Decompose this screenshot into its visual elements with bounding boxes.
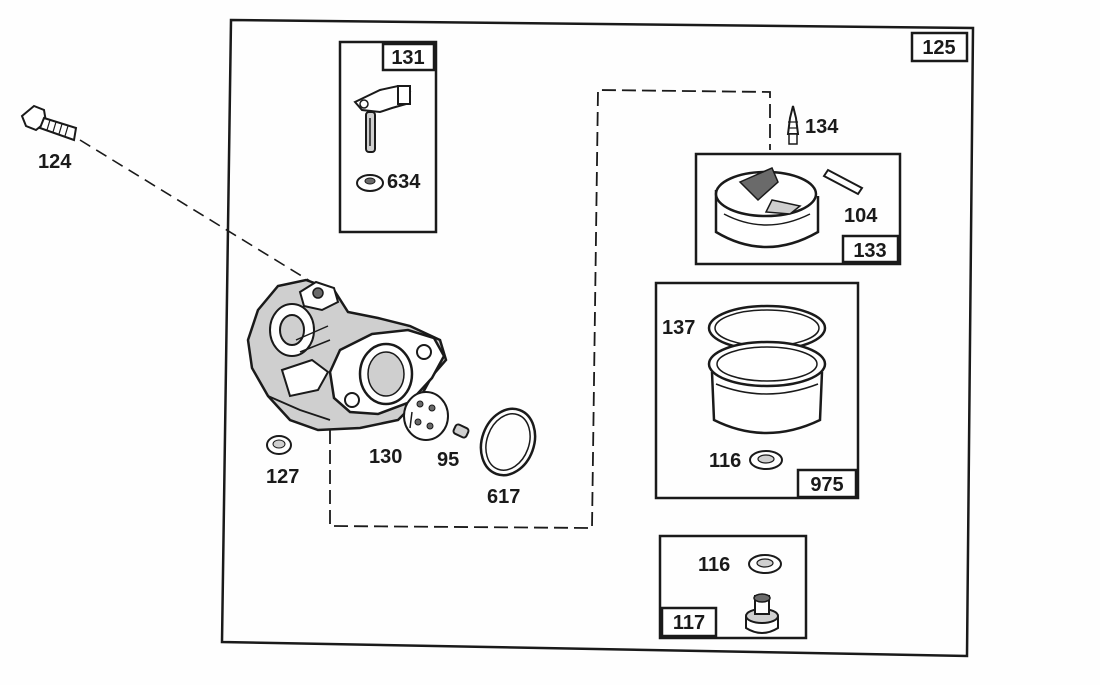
label-124: 124 xyxy=(38,151,72,173)
jet-95-part xyxy=(452,423,470,439)
label-617: 617 xyxy=(487,486,520,508)
label-634: 634 xyxy=(387,171,421,193)
label-137: 137 xyxy=(662,317,695,339)
gasket-130-part xyxy=(403,391,449,441)
kit-131-box: 131 634 xyxy=(338,40,438,234)
label-127: 127 xyxy=(266,466,299,488)
leader-124 xyxy=(79,139,319,287)
seat-634-part xyxy=(356,174,384,192)
label-134: 134 xyxy=(805,116,839,138)
float-133-part xyxy=(714,167,820,249)
oring-617-part xyxy=(479,407,537,477)
label-131: 131 xyxy=(391,47,424,69)
plug-127-part xyxy=(266,435,292,455)
bowl-screw-117-part xyxy=(745,593,779,634)
label-116-kit: 116 xyxy=(698,554,730,576)
leader-carb-to-133 xyxy=(329,89,771,529)
label-104: 104 xyxy=(844,205,878,227)
kit-117-box: 117 116 xyxy=(658,534,808,640)
assembly-frame: 125 xyxy=(220,18,975,658)
label-95: 95 xyxy=(437,449,459,471)
label-125: 125 xyxy=(922,37,955,59)
washer-116-part xyxy=(749,450,783,470)
label-117: 117 xyxy=(673,612,705,634)
kit-975-box: 975 137 116 xyxy=(654,281,860,500)
label-130: 130 xyxy=(369,446,402,468)
screw-124-part xyxy=(20,104,78,142)
kit-133-box: 133 104 xyxy=(694,152,902,266)
label-116-bowl: 116 xyxy=(709,450,741,472)
bowl-part xyxy=(707,340,827,435)
needle-134-part xyxy=(786,105,800,145)
pin-104-part xyxy=(822,168,864,196)
washer-116-kit-part xyxy=(748,554,782,574)
label-975: 975 xyxy=(810,474,843,496)
float-lever-part xyxy=(353,84,412,153)
label-133: 133 xyxy=(853,240,886,262)
carburetor-body xyxy=(246,278,448,432)
